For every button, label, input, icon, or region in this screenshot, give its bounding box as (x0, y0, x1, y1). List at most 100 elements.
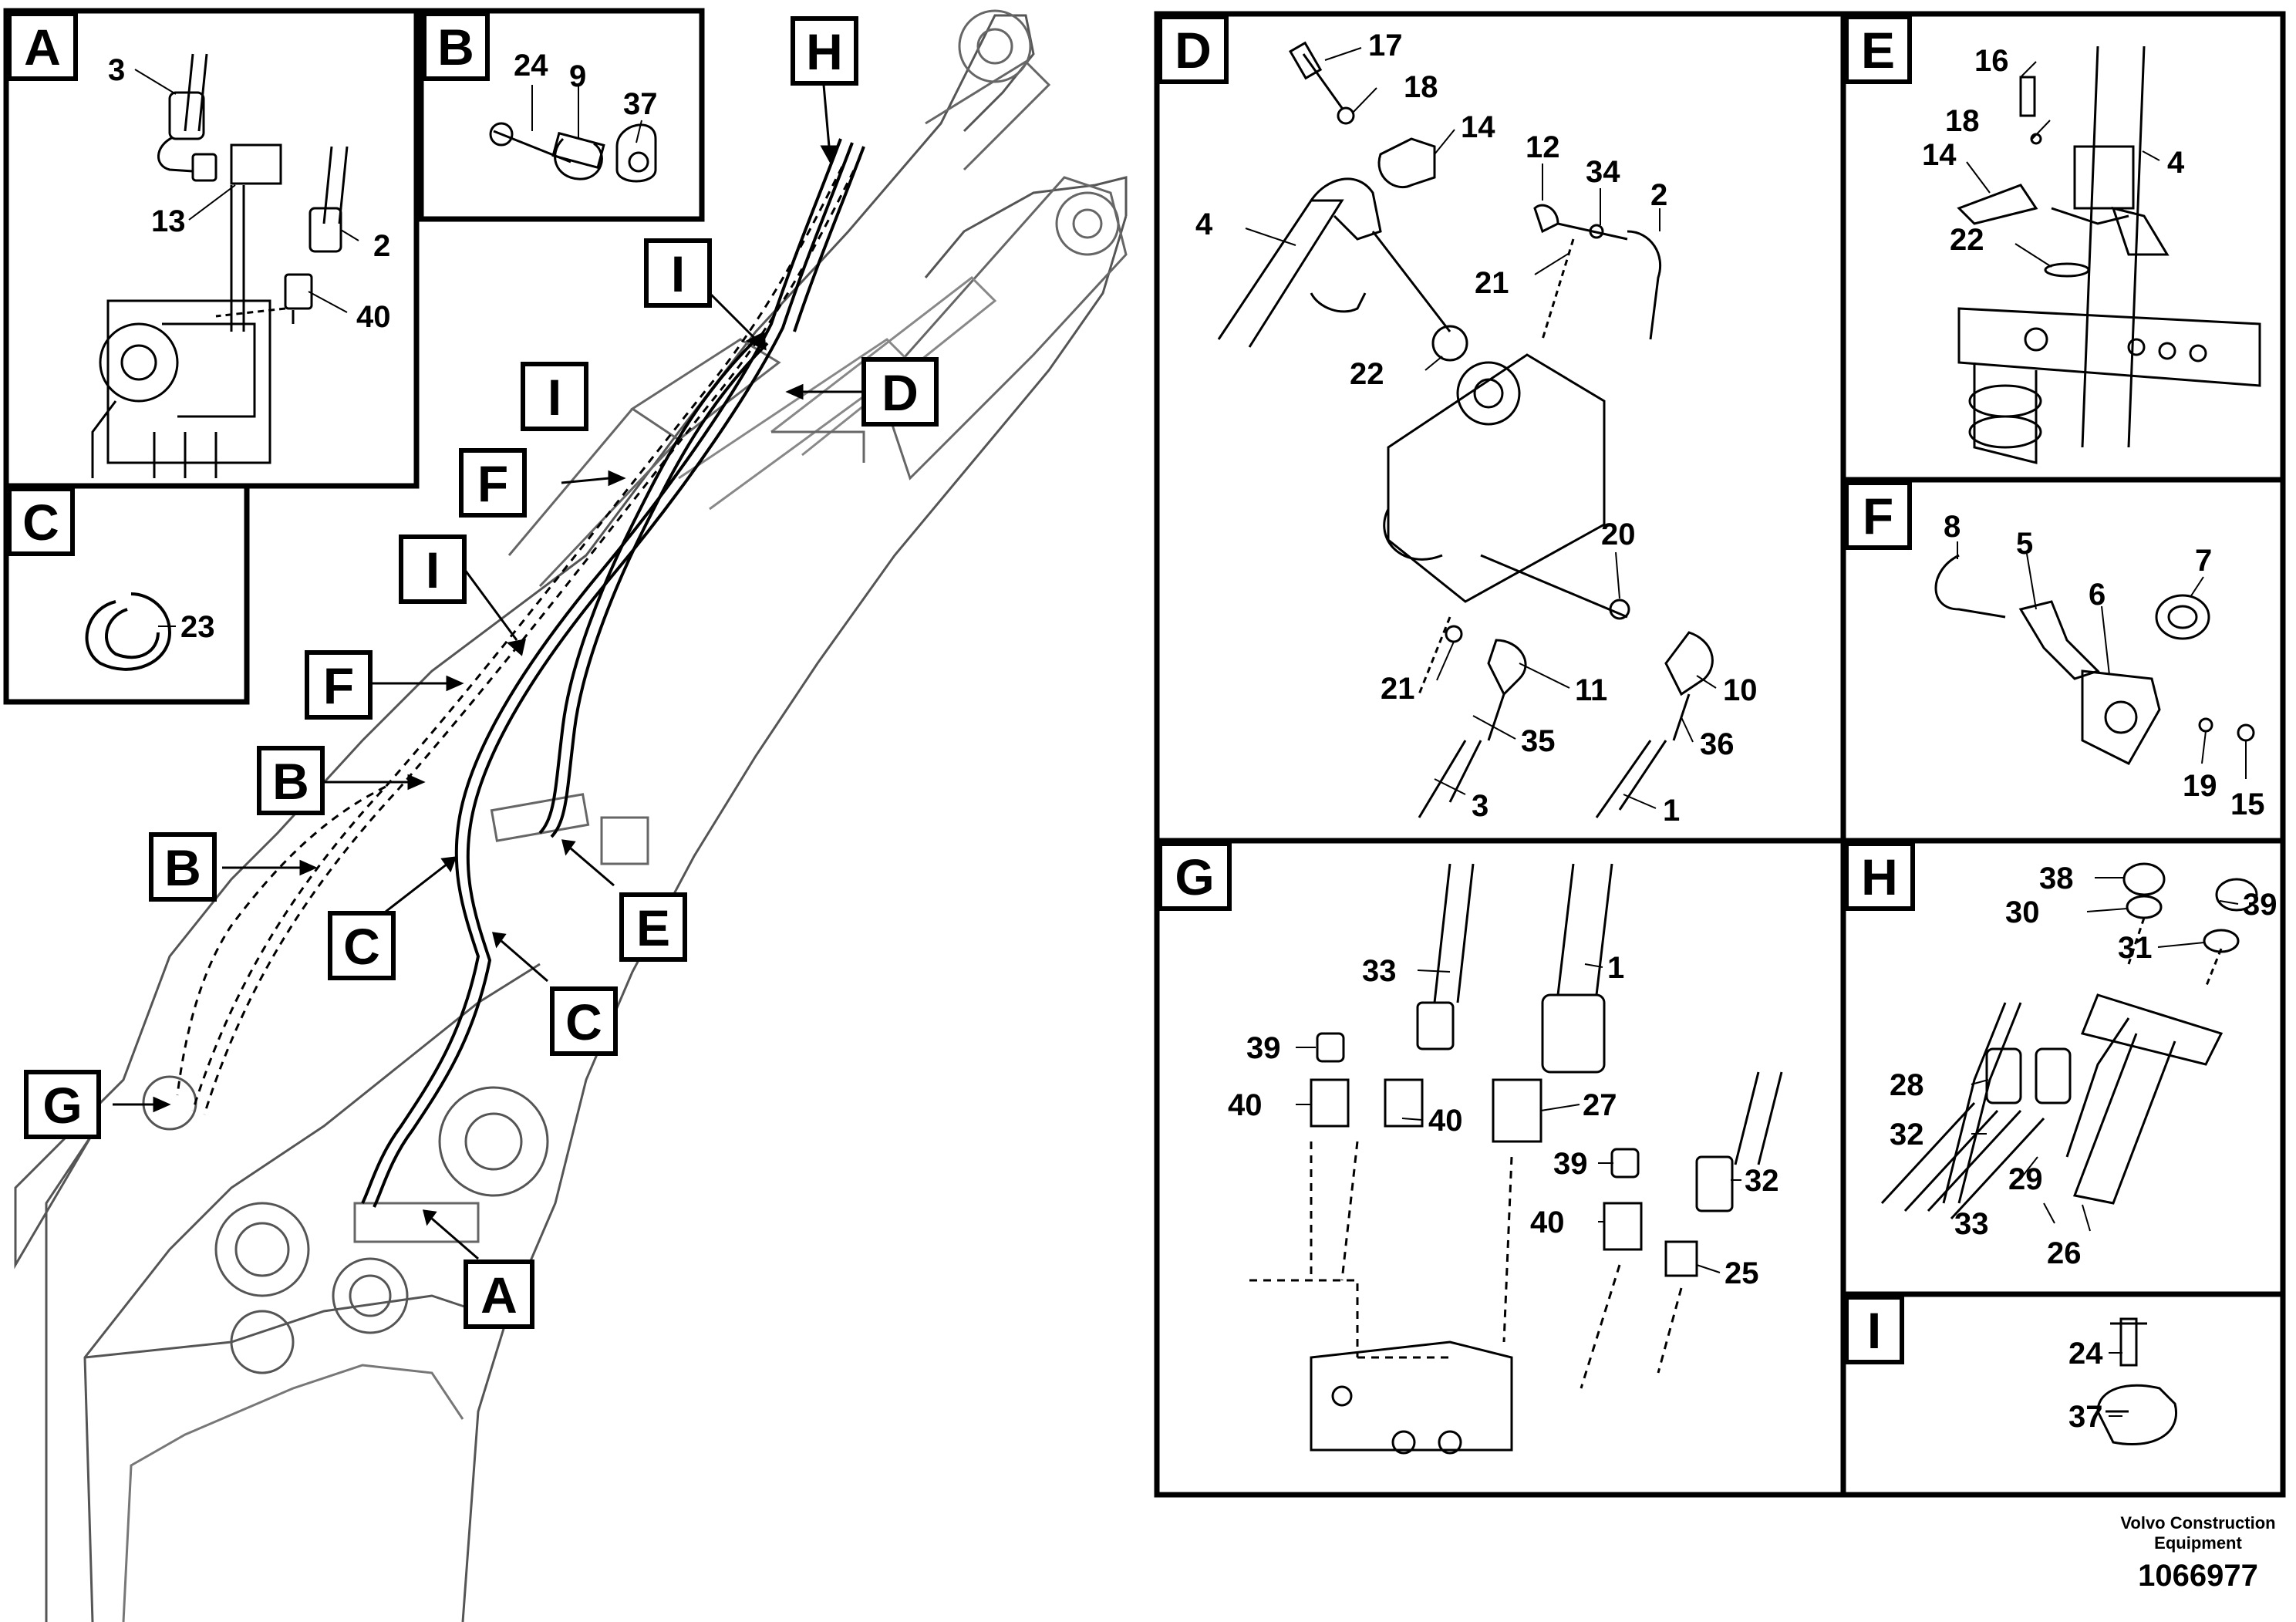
panel-e-key-letter: E (1861, 22, 1895, 79)
panel-h-key: H (1844, 841, 1915, 911)
panel-f-key-letter: F (1863, 487, 1893, 545)
part-number: 33 (1362, 954, 1397, 988)
part-number: 36 (1700, 727, 1735, 761)
part-number: 6 (2089, 578, 2106, 612)
part-number: 23 (180, 610, 215, 644)
callout-g-letter: G (42, 1077, 82, 1134)
part-number: 26 (2047, 1236, 2082, 1270)
hose-routing (361, 138, 865, 1208)
part-number: 2 (373, 229, 390, 263)
callout-e-letter: E (636, 899, 670, 956)
part-number: 22 (1950, 223, 1984, 257)
panel-f-drawing (1934, 554, 2255, 765)
part-number: 39 (1553, 1147, 1588, 1181)
part-number: 8 (1944, 510, 1961, 544)
part-number: 9 (569, 59, 586, 93)
panel-a-key-letter: A (24, 19, 61, 76)
footer: Volvo Construction Equipment 1066977 (2120, 1513, 2275, 1593)
panel-e-key: E (1844, 15, 1912, 84)
boom-illustration (14, 9, 1128, 1622)
part-number: 39 (1246, 1031, 1281, 1065)
part-number: 21 (1475, 266, 1509, 300)
part-number: 40 (1530, 1206, 1565, 1239)
part-number: 19 (2183, 769, 2217, 803)
callout-i-letter: I (426, 541, 440, 599)
panel-h-drawing (1880, 862, 2258, 1220)
panel-d-key-letter: D (1175, 22, 1212, 79)
panel-b-key-letter: B (437, 19, 474, 76)
callout-a: A (464, 1259, 534, 1329)
part-number: 40 (356, 300, 391, 334)
part-number: 18 (1945, 104, 1980, 138)
callout-f-letter: F (477, 455, 508, 512)
part-number: 12 (1526, 130, 1560, 164)
callout-c-letter: C (565, 993, 602, 1050)
callout-b: B (149, 832, 217, 902)
panel-a-key: A (7, 12, 78, 81)
callout-g: G (24, 1070, 101, 1139)
part-number: 33 (1954, 1207, 1989, 1241)
drawing-number: 1066977 (2138, 1559, 2258, 1593)
company-name-line2: Equipment (2154, 1533, 2242, 1553)
panel-frames (3, 8, 2286, 1498)
part-number: 40 (1428, 1104, 1463, 1138)
part-number: 11 (1575, 673, 1607, 707)
hose-dashed-routing (176, 153, 861, 1115)
callout-f-letter: F (323, 657, 354, 714)
part-number: 38 (2039, 862, 2074, 895)
part-number: 4 (1195, 207, 1213, 241)
callout-arrows (113, 84, 864, 1260)
callout-b-letter: B (164, 839, 201, 896)
part-number: 27 (1583, 1088, 1617, 1122)
panel-d-drawing (1217, 41, 1714, 818)
part-number: 7 (2195, 544, 2212, 578)
part-number: 37 (623, 87, 658, 121)
callout-c: C (550, 986, 618, 1056)
part-number: 24 (514, 49, 548, 83)
panel-keys: A B C D E F G H (7, 12, 1915, 1364)
callout-e: E (619, 892, 687, 962)
part-number: 35 (1521, 724, 1556, 758)
part-number: 15 (2230, 787, 2265, 821)
part-number: 20 (1601, 518, 1636, 551)
part-number: 28 (1890, 1068, 1924, 1102)
callout-f: F (459, 448, 527, 518)
panel-b-key: B (422, 12, 490, 81)
part-number: 30 (2005, 895, 2040, 929)
part-number: 17 (1368, 29, 1403, 62)
panel-a-drawing (91, 53, 349, 478)
part-number: 24 (2068, 1337, 2103, 1371)
part-number: 37 (2068, 1400, 2103, 1434)
part-number: 4 (2167, 146, 2185, 180)
panel-i-drawing (2096, 1317, 2177, 1446)
part-number: 3 (108, 53, 125, 87)
panel-c-key: C (7, 487, 75, 556)
panel-b-drawing (489, 122, 657, 183)
panel-c-key-letter: C (22, 494, 59, 551)
callout-b-letter: B (272, 753, 309, 810)
callout-h-letter: H (806, 23, 843, 80)
callout-c-letter: C (343, 918, 380, 975)
part-number: 22 (1350, 357, 1384, 391)
panel-f-key: F (1844, 481, 1912, 550)
callout-i-letter: I (671, 245, 685, 302)
part-number: 3 (1472, 789, 1489, 823)
callout-f: F (305, 650, 373, 720)
part-number: 14 (1461, 110, 1495, 144)
panel-g-key-letter: G (1175, 848, 1214, 905)
panel-g-key: G (1158, 841, 1232, 911)
part-number: 10 (1723, 673, 1758, 707)
part-number: 40 (1228, 1088, 1263, 1122)
part-number: 32 (1745, 1164, 1779, 1198)
part-number: 34 (1586, 155, 1620, 189)
part-number: 14 (1922, 138, 1957, 172)
part-number: 1 (1663, 794, 1680, 828)
panel-h-key-letter: H (1861, 848, 1898, 905)
part-number: 39 (2243, 888, 2277, 922)
part-number: 1 (1607, 951, 1624, 985)
callout-i-letter: I (548, 369, 561, 426)
part-number: 5 (2016, 527, 2033, 561)
panel-g-drawing (1249, 863, 1783, 1455)
callout-d-letter: D (882, 364, 919, 421)
